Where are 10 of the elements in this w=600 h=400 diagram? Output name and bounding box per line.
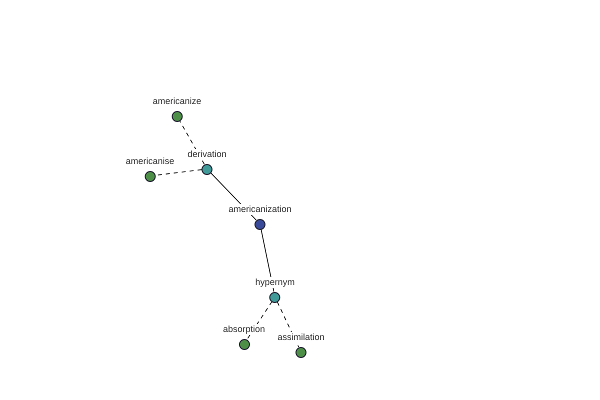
node-label: hypernym [254,276,296,288]
connector-line [179,120,205,165]
connector-line [155,169,202,176]
node-label: assimilation [276,332,326,342]
connector-line [246,301,272,340]
node-label: americanize [152,96,202,106]
node-label: absorption [222,324,266,334]
node-label: derivation [186,148,228,160]
node-label: americanise [124,156,176,166]
node-label: americanization [227,204,293,214]
